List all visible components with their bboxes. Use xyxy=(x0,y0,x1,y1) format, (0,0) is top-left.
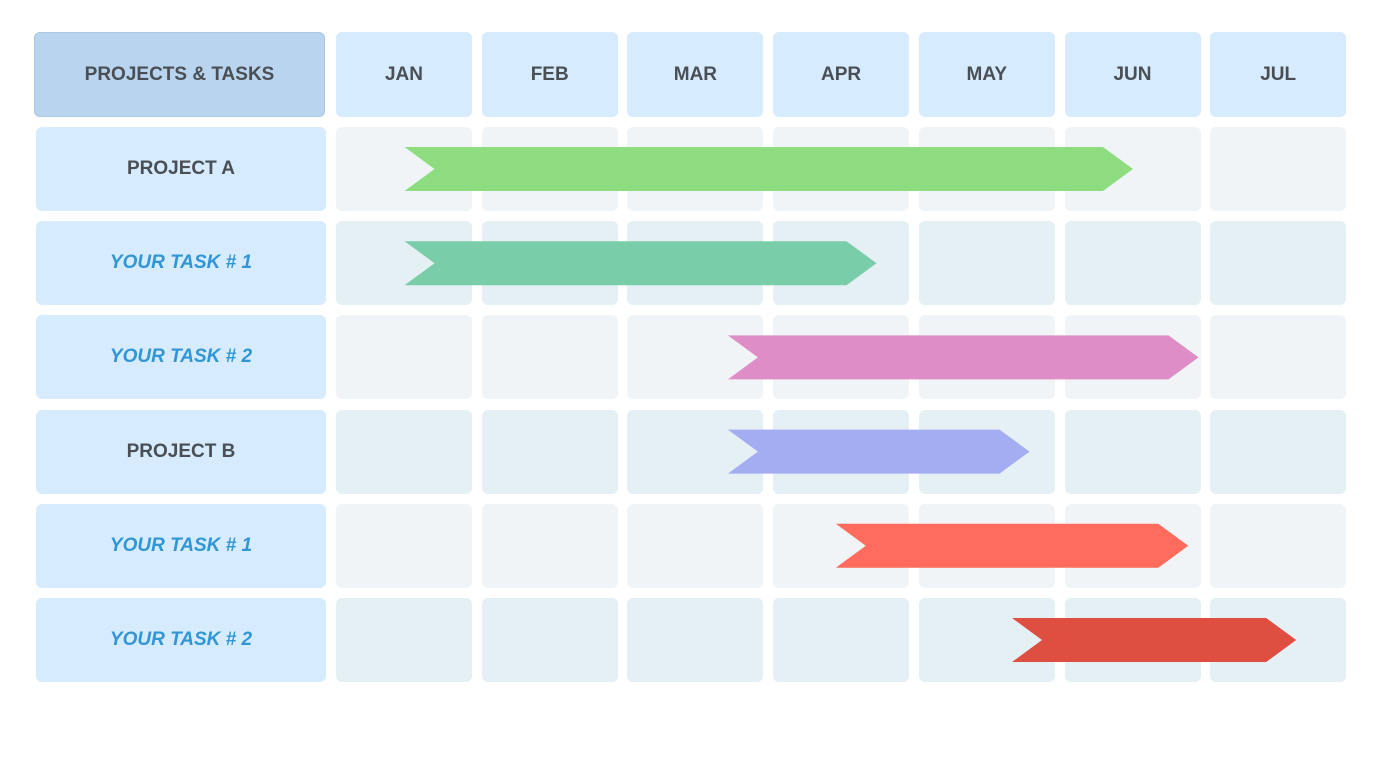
grid-cell xyxy=(1210,221,1347,306)
grid-cell xyxy=(1210,315,1347,400)
grid-cell xyxy=(336,598,472,682)
gantt-bar-5 xyxy=(835,523,1189,568)
grid-cell xyxy=(336,315,472,400)
month-header-apr: APR xyxy=(773,32,910,117)
month-header-mar: MAR xyxy=(627,32,764,117)
gantt-bar-2 xyxy=(404,241,877,286)
grid-cell xyxy=(1210,409,1347,494)
row-label-4: PROJECT B xyxy=(36,409,326,494)
grid-cell xyxy=(336,409,472,494)
month-header-jan: JAN xyxy=(336,32,472,117)
gantt-bar-1 xyxy=(404,147,1133,191)
grid-cell xyxy=(773,598,910,682)
grid-cell xyxy=(627,315,764,400)
gantt-bar-3 xyxy=(727,335,1199,380)
grid-cell xyxy=(1210,127,1347,211)
grid-cell xyxy=(918,598,1055,682)
grid-cell xyxy=(481,409,618,494)
corner-header: PROJECTS & TASKS xyxy=(34,32,325,117)
month-header-may: MAY xyxy=(918,32,1055,117)
month-header-jun: JUN xyxy=(1064,32,1201,117)
grid-cell xyxy=(918,221,1055,306)
row-label-2: YOUR TASK # 1 xyxy=(36,221,326,306)
grid-cell xyxy=(336,503,472,588)
row-label-3: YOUR TASK # 2 xyxy=(36,315,326,400)
grid-cell xyxy=(1064,221,1201,306)
gantt-bar-4 xyxy=(727,429,1030,474)
grid-cell xyxy=(481,598,618,682)
grid-cell xyxy=(1064,409,1201,494)
grid-cell xyxy=(627,598,764,682)
row-label-5: YOUR TASK # 1 xyxy=(36,503,326,588)
row-label-6: YOUR TASK # 2 xyxy=(36,598,326,682)
month-header-feb: FEB xyxy=(481,32,618,117)
grid-cell xyxy=(481,315,618,400)
month-header-jul: JUL xyxy=(1210,32,1347,117)
grid-cell xyxy=(627,409,764,494)
grid-cell xyxy=(1210,503,1347,588)
grid-cell xyxy=(627,503,764,588)
row-label-1: PROJECT A xyxy=(36,127,326,211)
gantt-bar-6 xyxy=(1012,618,1297,662)
grid-cell xyxy=(481,503,618,588)
